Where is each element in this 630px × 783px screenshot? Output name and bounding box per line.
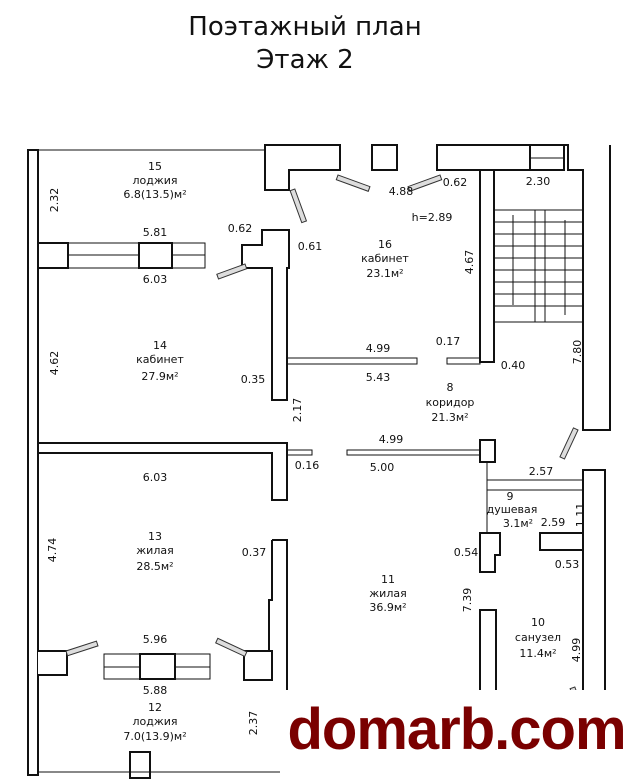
svg-text:14: 14: [153, 339, 167, 352]
svg-text:15: 15: [148, 160, 162, 173]
svg-text:жилая: жилая: [369, 587, 406, 600]
svg-text:6.03: 6.03: [143, 273, 168, 286]
svg-text:1.11: 1.11: [574, 503, 587, 528]
svg-text:4.99: 4.99: [366, 342, 391, 355]
svg-text:0.62: 0.62: [443, 176, 468, 189]
svg-text:5.00: 5.00: [370, 461, 395, 474]
svg-text:5.96: 5.96: [143, 633, 168, 646]
svg-text:7.80: 7.80: [571, 340, 584, 365]
svg-text:11: 11: [381, 573, 395, 586]
svg-text:5.81: 5.81: [143, 226, 168, 239]
svg-text:кабинет: кабинет: [136, 353, 184, 366]
svg-text:13: 13: [148, 530, 162, 543]
svg-text:8: 8: [447, 381, 454, 394]
svg-text:16: 16: [378, 238, 392, 251]
svg-text:2.57: 2.57: [529, 465, 554, 478]
svg-text:12: 12: [148, 701, 162, 714]
svg-text:0.54: 0.54: [454, 546, 479, 559]
room-10: 10 санузел 11.4м²: [515, 616, 561, 660]
svg-text:6.8(13.5)м²: 6.8(13.5)м²: [123, 188, 186, 201]
svg-text:7.0(13.9)м²: 7.0(13.9)м²: [123, 730, 186, 743]
svg-text:5.88: 5.88: [143, 684, 168, 697]
svg-text:2.37: 2.37: [247, 711, 260, 736]
svg-text:3.1м²: 3.1м²: [503, 517, 533, 530]
svg-text:23.1м²: 23.1м²: [366, 267, 403, 280]
svg-text:душевая: душевая: [487, 503, 538, 516]
svg-text:0.35: 0.35: [241, 373, 266, 386]
ceiling-height: h=2.89: [412, 211, 453, 224]
svg-text:4.67: 4.67: [463, 250, 476, 275]
dimensions: 2.32 5.81 6.03 0.62 0.61 4.88 0.62 4.67 …: [46, 175, 587, 735]
svg-text:коридор: коридор: [426, 396, 475, 409]
svg-text:4.62: 4.62: [48, 351, 61, 376]
svg-text:0.62: 0.62: [228, 222, 253, 235]
svg-text:28.5м²: 28.5м²: [136, 560, 173, 573]
svg-text:10: 10: [531, 616, 545, 629]
staircase: [493, 209, 584, 323]
svg-text:санузел: санузел: [515, 631, 561, 644]
room-8: 8 коридор 21.3м²: [426, 381, 475, 424]
svg-text:9: 9: [507, 490, 514, 503]
svg-text:4.74: 4.74: [46, 538, 59, 563]
svg-text:0.53: 0.53: [555, 558, 580, 571]
svg-text:4.88: 4.88: [389, 185, 414, 198]
svg-text:2.59: 2.59: [541, 516, 566, 529]
svg-text:6.03: 6.03: [143, 471, 168, 484]
svg-text:0.61: 0.61: [298, 240, 323, 253]
svg-text:0.17: 0.17: [436, 335, 461, 348]
watermark: domarb.com: [283, 690, 630, 783]
svg-text:лоджия: лоджия: [132, 715, 177, 728]
svg-text:11.4м²: 11.4м²: [519, 647, 556, 660]
svg-text:0.16: 0.16: [295, 459, 320, 472]
svg-text:жилая: жилая: [136, 544, 173, 557]
plan-title: Поэтажный план: [188, 12, 421, 42]
svg-text:4.99: 4.99: [570, 638, 583, 663]
svg-text:7.39: 7.39: [461, 588, 474, 613]
svg-text:2.17: 2.17: [291, 398, 304, 423]
svg-text:21.3м²: 21.3м²: [431, 411, 468, 424]
svg-text:36.9м²: 36.9м²: [369, 601, 406, 614]
svg-text:кабинет: кабинет: [361, 252, 409, 265]
svg-text:2.30: 2.30: [526, 175, 551, 188]
walls: [27, 144, 611, 781]
svg-text:0.40: 0.40: [501, 359, 526, 372]
svg-text:лоджия: лоджия: [132, 174, 177, 187]
svg-text:5.43: 5.43: [366, 371, 391, 384]
svg-text:27.9м²: 27.9м²: [141, 370, 178, 383]
floor-title: Этаж 2: [256, 45, 353, 75]
svg-text:4.99: 4.99: [379, 433, 404, 446]
svg-text:0.37: 0.37: [242, 546, 267, 559]
svg-text:2.32: 2.32: [48, 188, 61, 213]
